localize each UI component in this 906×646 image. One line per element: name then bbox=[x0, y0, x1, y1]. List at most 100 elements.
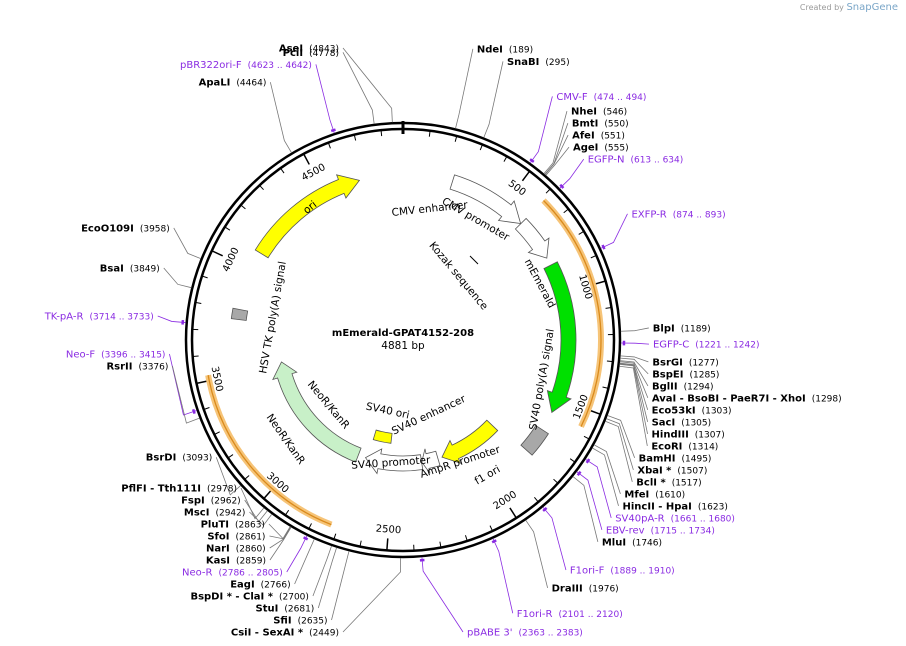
feature-sv40-ori[interactable] bbox=[372, 429, 393, 444]
site-label[interactable]: SfoI(2861) bbox=[207, 532, 265, 543]
tick bbox=[333, 533, 337, 540]
primer-label[interactable]: EXFP-R(874 .. 893) bbox=[631, 209, 725, 220]
primer-label[interactable]: SV40pA-R(1661 .. 1680) bbox=[615, 513, 735, 524]
site-label[interactable]: NheI(546) bbox=[571, 107, 627, 118]
site-label[interactable]: CsiI - SexAI *(2449) bbox=[231, 628, 339, 639]
site-label[interactable]: SfiI(2635) bbox=[273, 616, 327, 627]
site-label[interactable]: BsrDI(3093) bbox=[146, 453, 212, 464]
site-position: (4843) bbox=[309, 45, 339, 55]
primer-range: (3714 .. 3733) bbox=[89, 312, 153, 322]
site-label[interactable]: EagI(2766) bbox=[230, 580, 290, 591]
site-label[interactable]: MscI(2942) bbox=[184, 508, 246, 519]
site-position: (2978) bbox=[207, 485, 237, 495]
site-label[interactable]: BspEI(1285) bbox=[652, 369, 719, 380]
site-label[interactable]: AvaI - BsoBI - PaeR7I - XhoI(1298) bbox=[652, 393, 842, 404]
site-label[interactable]: XbaI *(1507) bbox=[637, 465, 707, 476]
site-leader bbox=[543, 110, 568, 174]
site-label[interactable]: RsrII(3376) bbox=[106, 361, 168, 372]
site-label[interactable]: HincII - HpaI(1623) bbox=[623, 501, 728, 512]
feature-memerald[interactable] bbox=[543, 261, 577, 414]
snapgene-brand: SnapGene bbox=[846, 2, 898, 13]
feature-sv40-poly-a-signal[interactable] bbox=[520, 425, 549, 456]
feature-ampr-promoter[interactable] bbox=[421, 448, 441, 474]
site-name: BmtI bbox=[572, 119, 599, 130]
site-label[interactable]: NdeI(189) bbox=[477, 44, 533, 55]
tick bbox=[428, 130, 431, 137]
site-label[interactable]: BmtI(550) bbox=[572, 119, 629, 130]
site-label[interactable]: MfeI(1610) bbox=[624, 489, 685, 500]
feature-f1-ori[interactable] bbox=[441, 419, 499, 464]
feature-cmv-promoter[interactable] bbox=[514, 217, 550, 259]
tick bbox=[302, 153, 310, 165]
site-position: (2859) bbox=[236, 557, 266, 567]
primer-label[interactable]: EGFP-C(1221 .. 1242) bbox=[653, 340, 760, 351]
primer-label[interactable]: EBV-rev(1715 .. 1734) bbox=[606, 525, 715, 536]
primer-label[interactable]: TK-pA-R(3714 .. 3733) bbox=[44, 311, 154, 322]
site-position: (4778) bbox=[309, 49, 339, 59]
site-name: PciI bbox=[283, 48, 303, 59]
primer-leader bbox=[421, 557, 464, 633]
site-label[interactable]: StuI(2681) bbox=[256, 604, 315, 615]
site-label[interactable]: AfeI(551) bbox=[572, 131, 625, 142]
primer-label[interactable]: pBABE 3'(2363 .. 2383) bbox=[467, 628, 583, 639]
site-label[interactable]: BglII(1294) bbox=[652, 381, 714, 392]
tick bbox=[284, 509, 290, 516]
site-label[interactable]: KasI(2859) bbox=[206, 556, 266, 567]
tick bbox=[227, 454, 234, 459]
site-label[interactable]: BspDI * - ClaI *(2700) bbox=[190, 592, 308, 603]
site-leader bbox=[312, 545, 332, 597]
primer-range: (874 .. 893) bbox=[673, 210, 726, 220]
site-position: (2635) bbox=[298, 617, 328, 627]
site-label[interactable]: MluI(1746) bbox=[602, 537, 662, 548]
primer-label[interactable]: EGFP-N(613 .. 634) bbox=[588, 155, 684, 166]
primer-leader bbox=[286, 535, 308, 573]
feature-sv40-promoter[interactable] bbox=[364, 448, 424, 475]
site-leader bbox=[244, 499, 268, 523]
site-label[interactable]: AseI(4843) bbox=[279, 44, 339, 55]
primer-name: F1ori-R bbox=[517, 609, 553, 620]
site-label[interactable]: NarI(2860) bbox=[206, 544, 266, 555]
feature-cmv-enhancer[interactable] bbox=[449, 174, 522, 225]
site-label[interactable]: BclI *(1517) bbox=[636, 477, 701, 488]
primer-label[interactable]: F1ori-R(2101 .. 2120) bbox=[517, 609, 623, 620]
site-position: (1277) bbox=[689, 358, 719, 368]
feature-neor-kanr[interactable] bbox=[272, 361, 362, 463]
site-label[interactable]: PluTI(2863) bbox=[201, 520, 265, 531]
site-label[interactable]: PflFI - Tth111I(2978) bbox=[121, 484, 237, 495]
feature-ori[interactable] bbox=[254, 174, 361, 259]
primer-label[interactable]: Neo-F(3396 .. 3415) bbox=[66, 349, 166, 360]
primer-label[interactable]: F1ori-F(1889 .. 1910) bbox=[570, 566, 675, 577]
site-name: CsiI - SexAI * bbox=[231, 628, 304, 639]
site-label[interactable]: FspI(2962) bbox=[181, 496, 241, 507]
site-label[interactable]: Eco53kI(1303) bbox=[652, 405, 732, 416]
primer-label[interactable]: CMV-F(474 .. 494) bbox=[556, 92, 646, 103]
site-leader bbox=[269, 82, 292, 153]
site-label[interactable]: EcoRI(1314) bbox=[651, 441, 718, 452]
site-leader bbox=[620, 355, 649, 363]
site-label[interactable]: BsaI(3849) bbox=[100, 264, 160, 275]
primer-label[interactable]: Neo-R(2786 .. 2805) bbox=[182, 568, 283, 579]
feature-label-hsv-tk-polya: HSV TK poly(A) signal bbox=[257, 260, 289, 374]
site-position: (2860) bbox=[236, 545, 266, 555]
site-leader bbox=[294, 538, 315, 585]
site-label[interactable]: BamHI(1495) bbox=[639, 453, 712, 464]
feature-hsv-tk-poly-a-signal[interactable] bbox=[230, 307, 249, 321]
primer-leader bbox=[542, 506, 567, 571]
site-label[interactable]: EcoO109I(3958) bbox=[81, 223, 170, 234]
site-label[interactable]: AgeI(555) bbox=[573, 143, 629, 154]
site-label[interactable]: ApaLI(4464) bbox=[199, 78, 267, 89]
site-leader bbox=[593, 444, 621, 495]
site-name: EagI bbox=[230, 580, 254, 591]
site-label[interactable]: SnaBI(295) bbox=[507, 57, 570, 68]
primer-name: CMV-F bbox=[556, 92, 587, 103]
site-position: (546) bbox=[603, 108, 627, 118]
tick bbox=[203, 407, 210, 410]
primer-label[interactable]: pBR322ori-F(4623 .. 4642) bbox=[180, 60, 312, 71]
site-label[interactable]: DraIII(1976) bbox=[552, 583, 619, 594]
site-label[interactable]: SacI(1305) bbox=[652, 417, 712, 428]
site-label[interactable]: HindIII(1307) bbox=[652, 429, 725, 440]
site-label[interactable]: PciI (4778) bbox=[283, 48, 339, 59]
site-label[interactable]: BlpI(1189) bbox=[653, 323, 711, 334]
site-leader bbox=[455, 48, 474, 129]
site-label[interactable]: BsrGI(1277) bbox=[652, 357, 718, 368]
